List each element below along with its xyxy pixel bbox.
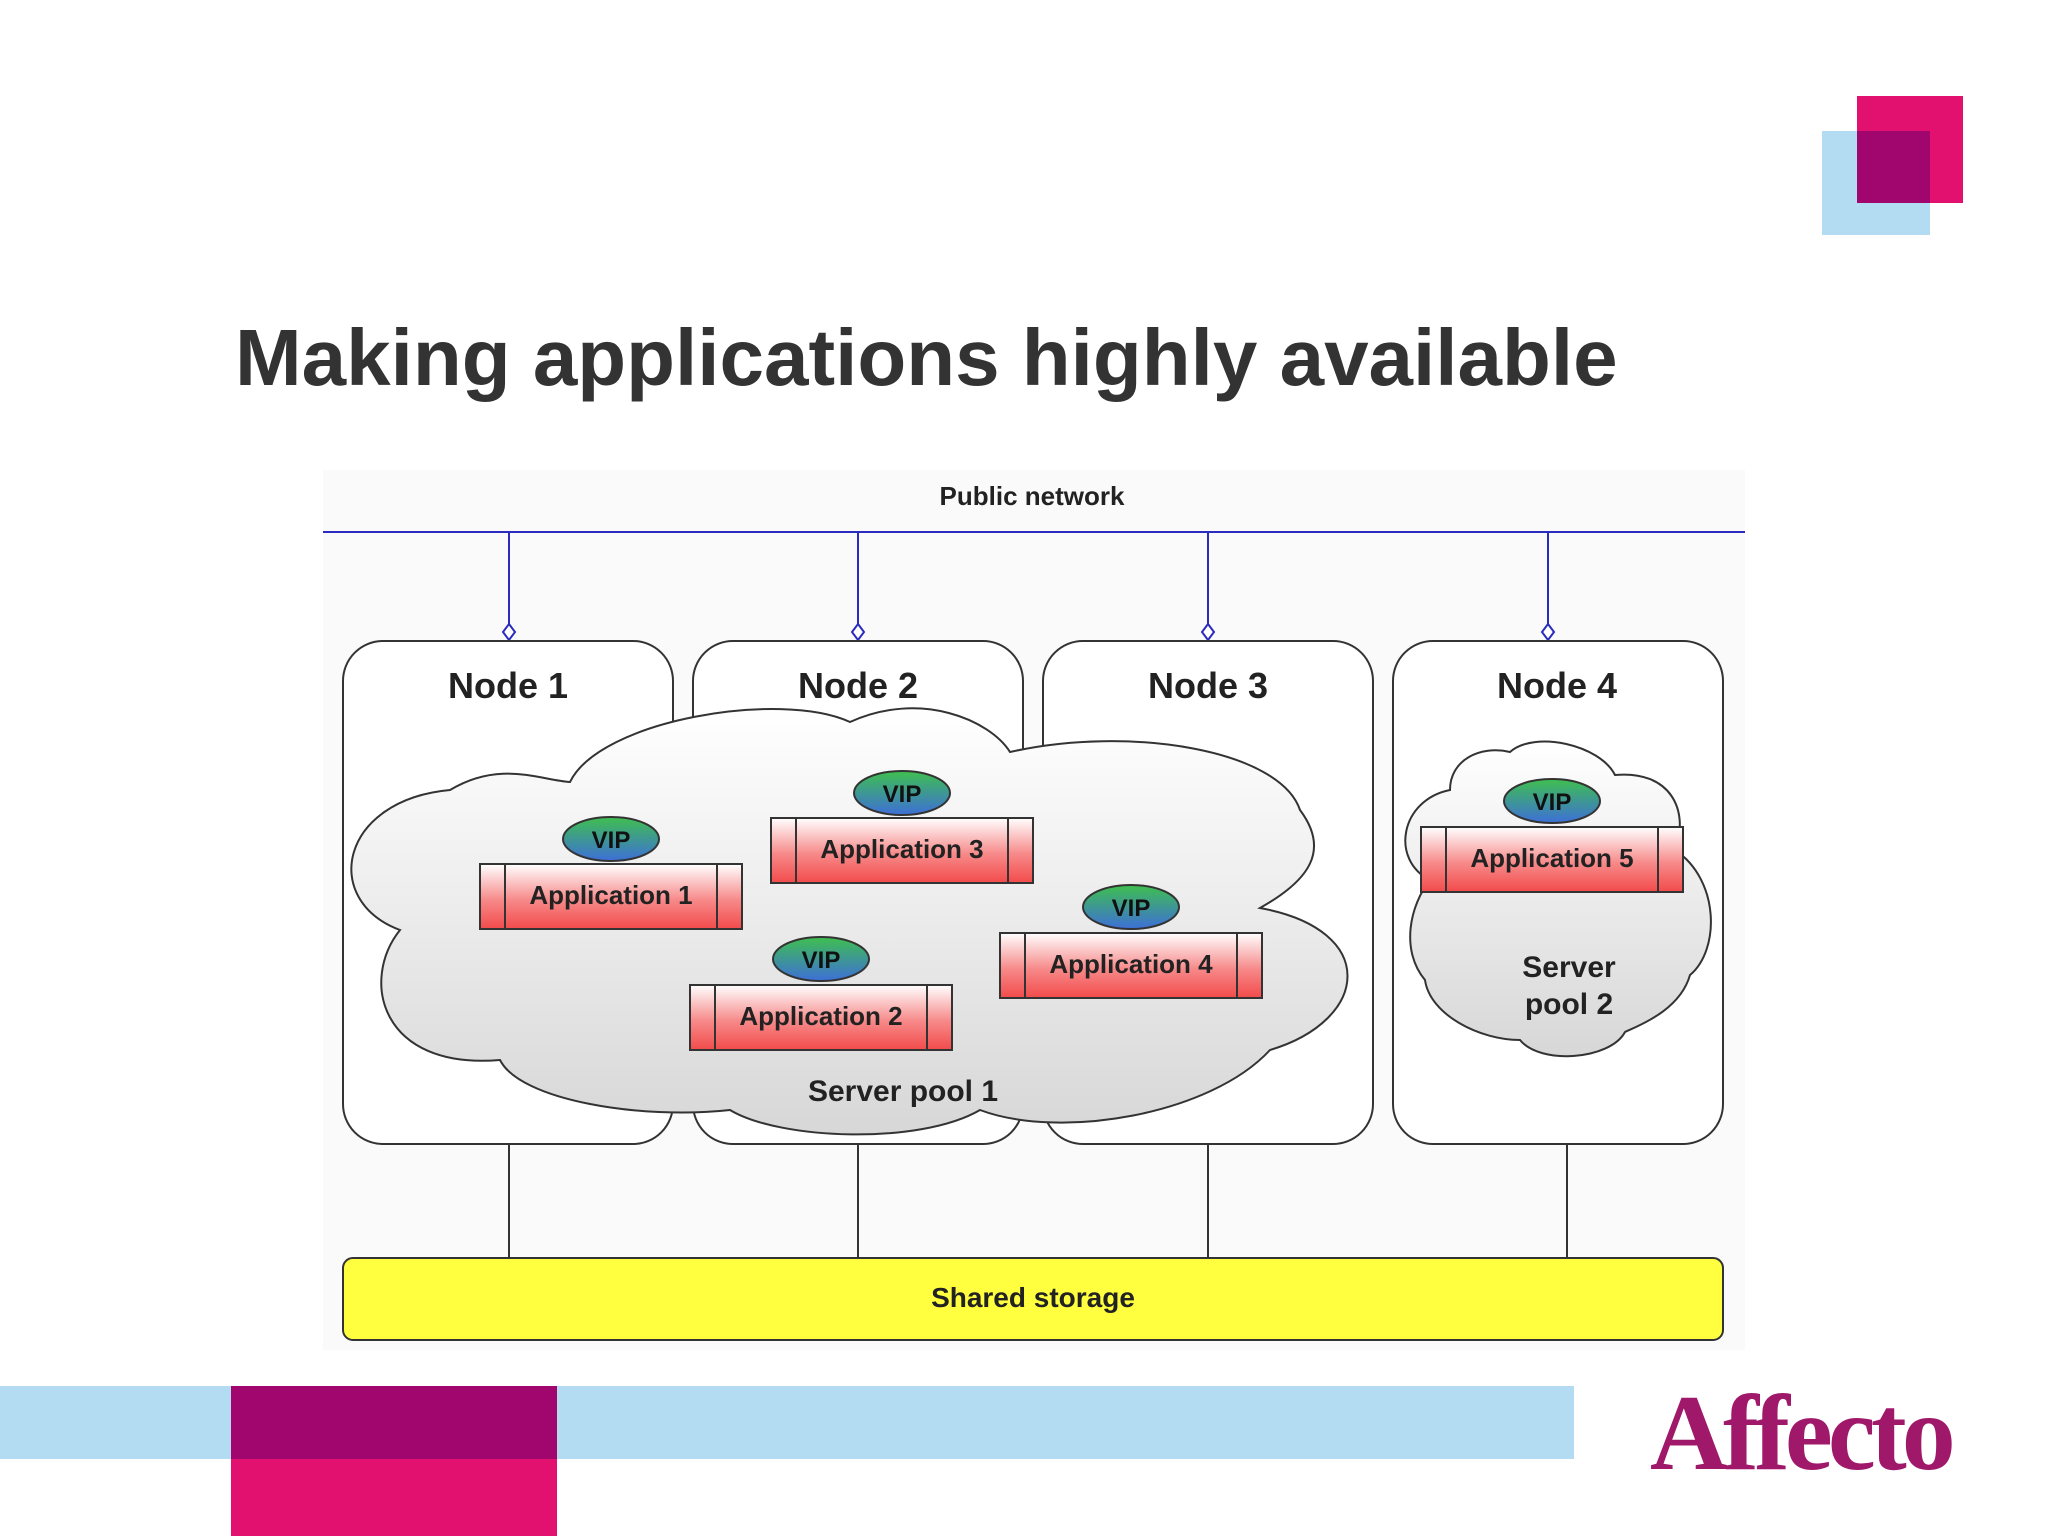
- application-3-box: [770, 817, 1034, 884]
- vip-application-3: VIP: [853, 770, 951, 816]
- application-5-label: Application 5: [1470, 843, 1633, 873]
- public-network-label: Public network: [940, 481, 1125, 511]
- vip-label: VIP: [883, 781, 922, 808]
- vip-application-2: VIP: [772, 936, 870, 982]
- application-2: Application 2: [689, 984, 953, 1051]
- vip-ellipse: [853, 770, 951, 816]
- application-4-box: [999, 932, 1263, 999]
- application-1: Application 1: [479, 863, 743, 930]
- vip-label: VIP: [1533, 789, 1572, 816]
- vip-application-1: VIP: [562, 816, 660, 862]
- vip-ellipse: [562, 816, 660, 862]
- application-5: Application 5: [1420, 826, 1684, 893]
- vip-ellipse: [772, 936, 870, 982]
- application-5-box: [1420, 826, 1684, 893]
- application-2-label: Application 2: [739, 1001, 902, 1031]
- application-2-box: [689, 984, 953, 1051]
- vip-label: VIP: [1112, 895, 1151, 922]
- application-4: Application 4: [999, 932, 1263, 999]
- network-connector-node-1: [501, 532, 517, 642]
- shared-storage-bar: [342, 1257, 1724, 1341]
- application-4-label: Application 4: [1049, 949, 1213, 979]
- deco-square-overlap-top: [1857, 131, 1930, 203]
- vip-label: VIP: [592, 827, 631, 854]
- slide-title: Making applications highly available: [235, 313, 1618, 402]
- application-1-label: Application 1: [529, 880, 692, 910]
- vip-application-5: VIP: [1503, 778, 1601, 824]
- server-pool-2-label-line-2: pool 2: [1525, 988, 1613, 1021]
- application-3: Application 3: [770, 817, 1034, 884]
- node-4-label: Node 4: [1497, 665, 1617, 706]
- vip-application-4: VIP: [1082, 884, 1180, 930]
- affecto-logo: Affecto: [1650, 1374, 1956, 1493]
- application-3-label: Application 3: [820, 834, 983, 864]
- deco-block-overlap-bottom: [231, 1386, 557, 1459]
- node-2-label: Node 2: [798, 665, 918, 706]
- server-pool-1-label: Server pool 1: [808, 1075, 998, 1108]
- server-pool-1-cloud: [350, 707, 1349, 1136]
- shared-storage-label: Shared storage: [931, 1282, 1135, 1313]
- server-pool-2-cloud: [1404, 740, 1712, 1058]
- node-1-label: Node 1: [448, 665, 568, 706]
- vip-label: VIP: [802, 947, 841, 974]
- vip-ellipse: [1503, 778, 1601, 824]
- vip-ellipse: [1082, 884, 1180, 930]
- server-pool-2-label-line-1: Server: [1522, 951, 1616, 984]
- application-1-box: [479, 863, 743, 930]
- node-3-label: Node 3: [1148, 665, 1268, 706]
